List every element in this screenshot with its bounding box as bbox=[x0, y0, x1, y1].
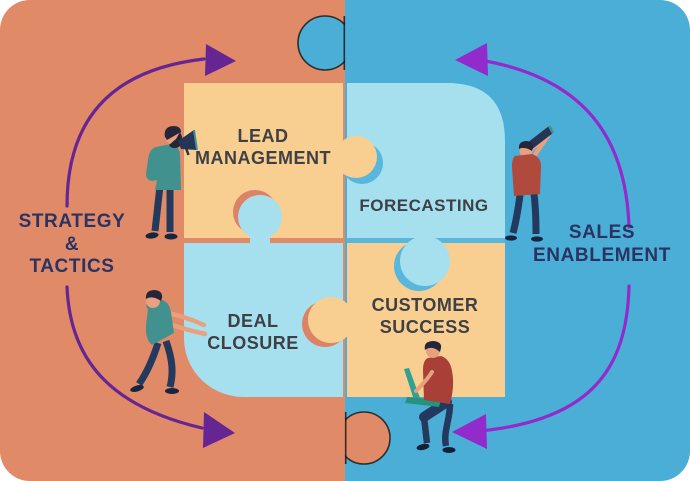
sales-enablement-label: SALES ENABLEMENT bbox=[533, 222, 671, 266]
knob-deal-neck bbox=[250, 226, 270, 246]
man-sitting-with-laptop-illustration bbox=[404, 341, 456, 453]
strategy-line: STRATEGY bbox=[19, 211, 126, 232]
forecasting-label: FORECASTING bbox=[359, 196, 488, 215]
arrow-left-bottom-curve bbox=[65, 285, 204, 430]
left-background-strategy-half bbox=[0, 0, 345, 481]
knob-forecasting-into-customer bbox=[400, 236, 450, 286]
lead-line: LEAD bbox=[238, 126, 289, 146]
piece-forecasting bbox=[347, 83, 505, 238]
man-with-telescope-illustration bbox=[505, 125, 555, 242]
lead-management-label: LEAD MANAGEMENT bbox=[195, 126, 331, 168]
arrow-left-top-curve bbox=[65, 57, 206, 208]
enablement-line: ENABLEMENT bbox=[533, 245, 671, 266]
arrow-right-top-curve bbox=[478, 58, 631, 229]
ampersand-line: & bbox=[65, 234, 79, 255]
arrow-right-bottom-curve bbox=[478, 284, 631, 433]
customer-success-label: CUSTOMER SUCCESS bbox=[372, 295, 479, 337]
arrow-left-bottom-head bbox=[203, 412, 235, 448]
man-with-megaphone-illustration bbox=[145, 126, 198, 240]
closure-line: CLOSURE bbox=[207, 333, 299, 353]
arrow-right-bottom-head bbox=[452, 414, 487, 449]
strategy-tactics-label: STRATEGY & TACTICS bbox=[19, 211, 126, 277]
knob-lead-into-forecasting bbox=[335, 136, 377, 178]
background-knob-bottom bbox=[345, 411, 391, 465]
sales-line: SALES bbox=[569, 222, 635, 243]
success-line: SUCCESS bbox=[380, 317, 471, 337]
customer-line: CUSTOMER bbox=[372, 295, 479, 315]
right-cycle-arrows bbox=[478, 58, 631, 433]
management-line: MANAGEMENT bbox=[195, 148, 331, 168]
piece-deal-closure bbox=[184, 243, 343, 397]
knob-customer-into-deal bbox=[308, 297, 354, 343]
man-pushing-piece-illustration bbox=[130, 290, 208, 394]
tactics-line: TACTICS bbox=[29, 256, 114, 277]
left-cycle-arrows bbox=[65, 57, 206, 430]
deal-line: DEAL bbox=[228, 311, 279, 331]
deal-closure-label: DEAL CLOSURE bbox=[207, 311, 299, 353]
forecasting-line: FORECASTING bbox=[359, 196, 488, 215]
arrow-left-top-head bbox=[205, 44, 236, 76]
background-knob-top bbox=[297, 15, 345, 71]
arrow-right-top-head bbox=[455, 43, 488, 76]
knob-deal-into-lead bbox=[238, 195, 282, 239]
